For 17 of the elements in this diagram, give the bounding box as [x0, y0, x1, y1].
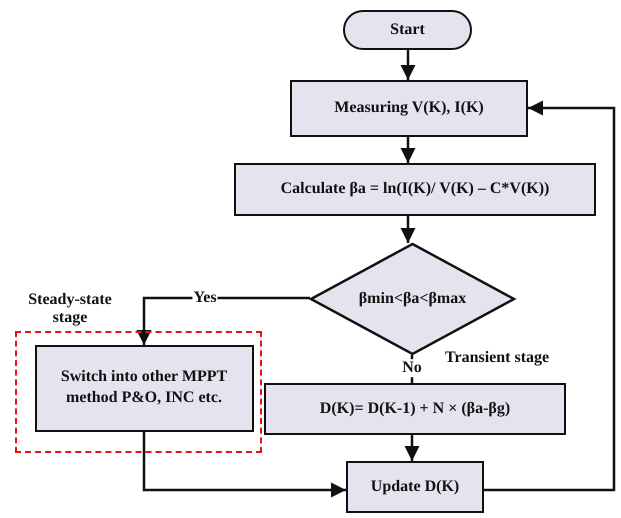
- arrow: [136, 296, 310, 345]
- process-box: Calculate βa = ln(I(K)/ V(K) – C*V(K)): [234, 163, 596, 216]
- arrow: [400, 216, 416, 243]
- process-box: Measuring V(K), I(K): [290, 80, 528, 137]
- stage-label: Transient stage: [445, 349, 550, 367]
- stage-heading: Steady-state stage: [27, 291, 113, 326]
- node-text: βmin<βa<βmax: [358, 290, 466, 308]
- arrow: [400, 137, 416, 163]
- edge-label: No: [401, 359, 423, 377]
- process-box: Switch into other MPPT method P&O, INC etc.: [34, 344, 254, 432]
- arrow: [484, 100, 616, 492]
- terminal-box: Start: [343, 10, 472, 50]
- arrow: [142, 432, 346, 498]
- process-box: Update D(K): [346, 461, 484, 513]
- process-box: D(K)= D(K-1) + N × (βa-βg): [264, 383, 566, 435]
- arrow: [400, 50, 416, 80]
- arrow: [404, 435, 420, 461]
